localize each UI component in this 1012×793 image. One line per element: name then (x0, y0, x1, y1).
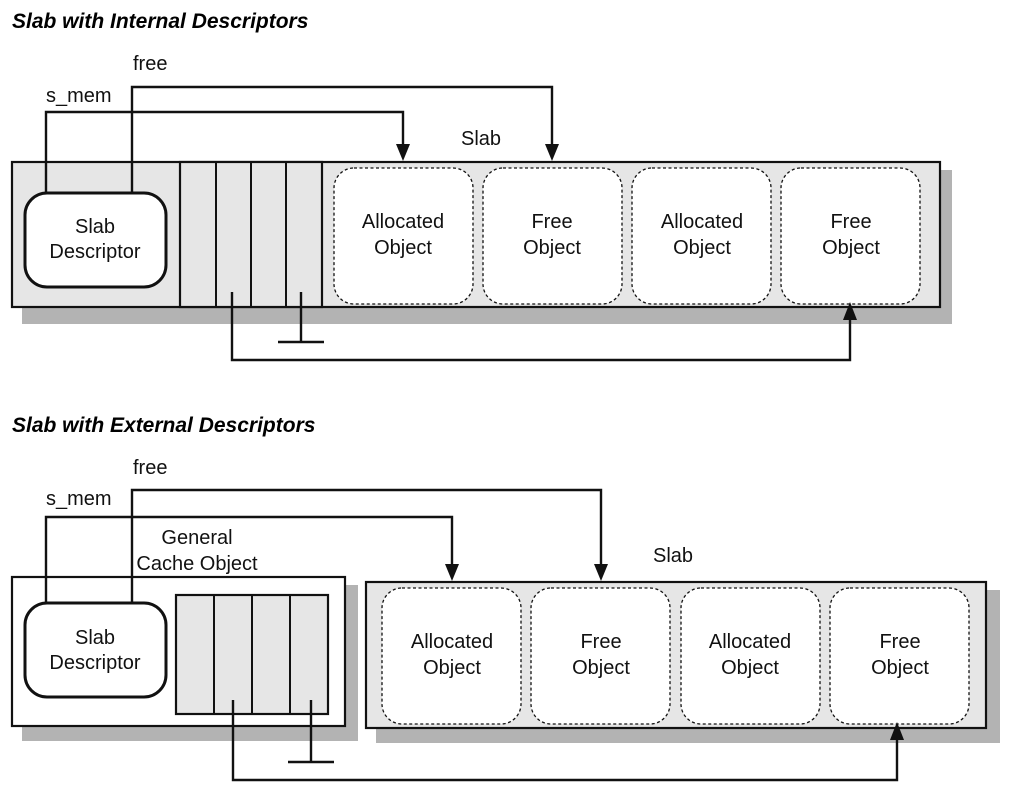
internal-section: Slab with Internal Descriptors free s_me… (10, 10, 952, 362)
external-object-4-line-1: Free (879, 631, 920, 653)
internal-descriptor-line-1: Slab (75, 216, 115, 238)
internal-object-4: Free Object (780, 167, 921, 305)
external-descriptor-line-2: Descriptor (49, 652, 140, 674)
internal-object-1-line-2: Object (374, 237, 432, 259)
external-object-box (829, 587, 970, 725)
external-object-3: Allocated Object (680, 587, 821, 725)
external-s-mem-label: s_mem (46, 488, 112, 510)
internal-slab-descriptor-box (23, 191, 168, 289)
external-freelist-link (231, 700, 899, 782)
internal-object-4-line-2: Object (822, 237, 880, 259)
external-free-pointer (130, 488, 603, 603)
external-slab-descriptor-box (23, 601, 168, 699)
internal-s-mem-arrowhead (396, 144, 410, 161)
internal-free-arrowhead (545, 144, 559, 161)
internal-s-mem-label: s_mem (46, 85, 112, 107)
external-s-mem-pointer (44, 515, 454, 603)
external-object-1-line-1: Allocated (411, 631, 493, 653)
internal-object-1: Allocated Object (333, 167, 474, 305)
external-general-cache-line-1: General (161, 527, 232, 549)
internal-s-mem-pointer (44, 110, 405, 193)
external-object-4: Free Object (829, 587, 970, 725)
internal-free-pointer (130, 85, 554, 193)
internal-object-4-line-1: Free (830, 211, 871, 233)
internal-title: Slab with Internal Descriptors (12, 10, 308, 33)
external-free-arrowhead (594, 564, 608, 581)
internal-object-box (780, 167, 921, 305)
internal-object-3-line-1: Allocated (661, 211, 743, 233)
external-object-2-line-1: Free (580, 631, 621, 653)
external-slab-label: Slab (653, 545, 693, 567)
internal-object-box (482, 167, 623, 305)
internal-object-1-line-1: Allocated (362, 211, 444, 233)
external-object-2-line-2: Object (572, 657, 630, 679)
external-descriptor-line-1: Slab (75, 627, 115, 649)
external-free-label: free (133, 457, 167, 479)
internal-object-2-line-1: Free (531, 211, 572, 233)
external-object-box (381, 587, 522, 725)
internal-object-box (631, 167, 772, 305)
external-object-4-line-2: Object (871, 657, 929, 679)
internal-descriptor-line-2: Descriptor (49, 241, 140, 263)
external-object-2: Free Object (530, 587, 671, 725)
external-title: Slab with External Descriptors (12, 414, 315, 437)
external-object-3-line-2: Object (721, 657, 779, 679)
external-object-1-line-2: Object (423, 657, 481, 679)
internal-object-2: Free Object (482, 167, 623, 305)
internal-object-2-line-2: Object (523, 237, 581, 259)
internal-free-label: free (133, 53, 167, 75)
internal-slab-label: Slab (461, 128, 501, 150)
external-general-cache-line-2: Cache Object (136, 553, 258, 575)
external-section: Slab with External Descriptors free s_me… (10, 414, 1000, 782)
internal-object-box (333, 167, 474, 305)
external-object-box (680, 587, 821, 725)
external-freelist-arrowhead (890, 722, 904, 740)
internal-freelist-link (230, 292, 852, 362)
external-object-box (530, 587, 671, 725)
internal-object-3: Allocated Object (631, 167, 772, 305)
external-object-3-line-1: Allocated (709, 631, 791, 653)
internal-freelist-arrowhead (843, 302, 857, 320)
internal-object-3-line-2: Object (673, 237, 731, 259)
external-object-1: Allocated Object (381, 587, 522, 725)
external-s-mem-arrowhead (445, 564, 459, 581)
